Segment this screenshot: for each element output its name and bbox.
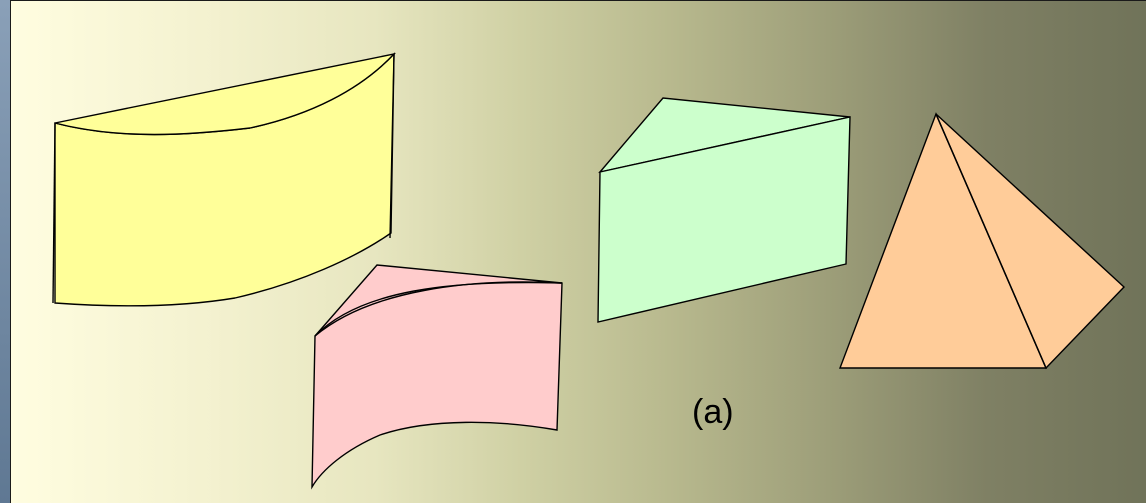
figure-label: (a): [692, 393, 734, 431]
curved-block-left-edge: [52, 122, 56, 304]
curved-block-solid: [52, 52, 397, 307]
triangular-prism-solid: [597, 97, 851, 323]
pyramid-apex-edge: [935, 113, 1047, 369]
curved-block-top-face: [54, 52, 397, 136]
prism-front-face: [597, 116, 851, 323]
curved-sheet-surface: [311, 264, 563, 490]
pyramid-solid: [838, 112, 1126, 370]
curved-sheet-inner-curve: [314, 281, 563, 337]
curved-block-right-edge: [389, 53, 395, 239]
